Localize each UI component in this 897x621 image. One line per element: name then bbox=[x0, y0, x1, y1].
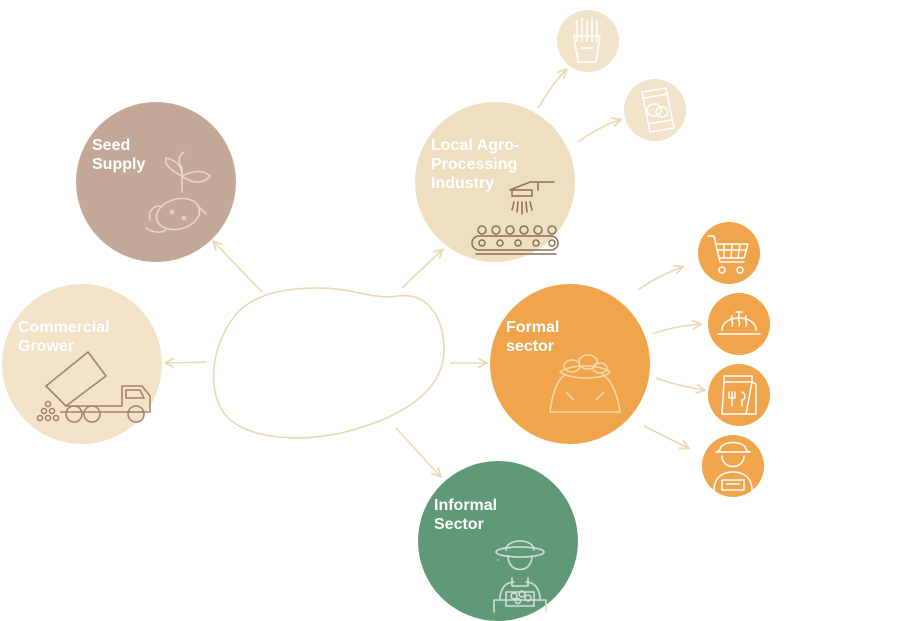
arrow-to-commercial-grower bbox=[166, 362, 208, 363]
informal-sector-node bbox=[418, 461, 578, 621]
arrow-to-informal-sector bbox=[395, 427, 440, 476]
arrow-to-retail bbox=[637, 267, 682, 291]
potato-sack-icon bbox=[549, 354, 621, 413]
arrow-to-fries bbox=[537, 70, 566, 109]
retail-outlet-node bbox=[698, 222, 760, 284]
arrow-to-vendor bbox=[643, 425, 688, 448]
central-potato-outline bbox=[212, 287, 445, 439]
local-agro-processing-node bbox=[415, 102, 575, 262]
chips-bag-icon bbox=[641, 87, 675, 133]
packaged-food-outlet-node bbox=[708, 364, 770, 426]
vendor-icon bbox=[713, 441, 753, 491]
arrow-to-local-agro bbox=[401, 250, 442, 289]
dump-truck-icon bbox=[36, 351, 151, 423]
flow-arrows bbox=[166, 70, 704, 476]
shopping-cart-icon bbox=[707, 235, 749, 274]
farmer-icon bbox=[493, 540, 547, 613]
seed-supply-label: Seed Supply bbox=[92, 137, 146, 173]
arrow-to-chips bbox=[577, 120, 620, 143]
arrow-to-food-service bbox=[651, 324, 700, 335]
formal-sector-node bbox=[490, 284, 650, 444]
processing-conveyor-icon bbox=[471, 181, 559, 255]
informal-sector-label: Informal Sector bbox=[434, 497, 498, 533]
local-agro-processing-label: Local Agro- Processing Industry bbox=[431, 137, 520, 192]
packaged-food-icon bbox=[721, 375, 757, 415]
sprouting-potato-icon bbox=[145, 151, 212, 233]
chips-product-node bbox=[624, 79, 686, 141]
food-cloche-icon bbox=[717, 311, 761, 335]
arrow-to-seed-supply bbox=[214, 242, 263, 293]
commercial-grower-label: Commercial Grower bbox=[18, 319, 110, 355]
fries-product-node bbox=[557, 10, 619, 72]
fries-icon bbox=[573, 18, 601, 63]
commercial-grower-node bbox=[2, 284, 162, 444]
arrow-to-packaged bbox=[655, 377, 704, 390]
formal-sector-label: Formal sector bbox=[506, 319, 560, 355]
seed-supply-node bbox=[76, 102, 236, 262]
